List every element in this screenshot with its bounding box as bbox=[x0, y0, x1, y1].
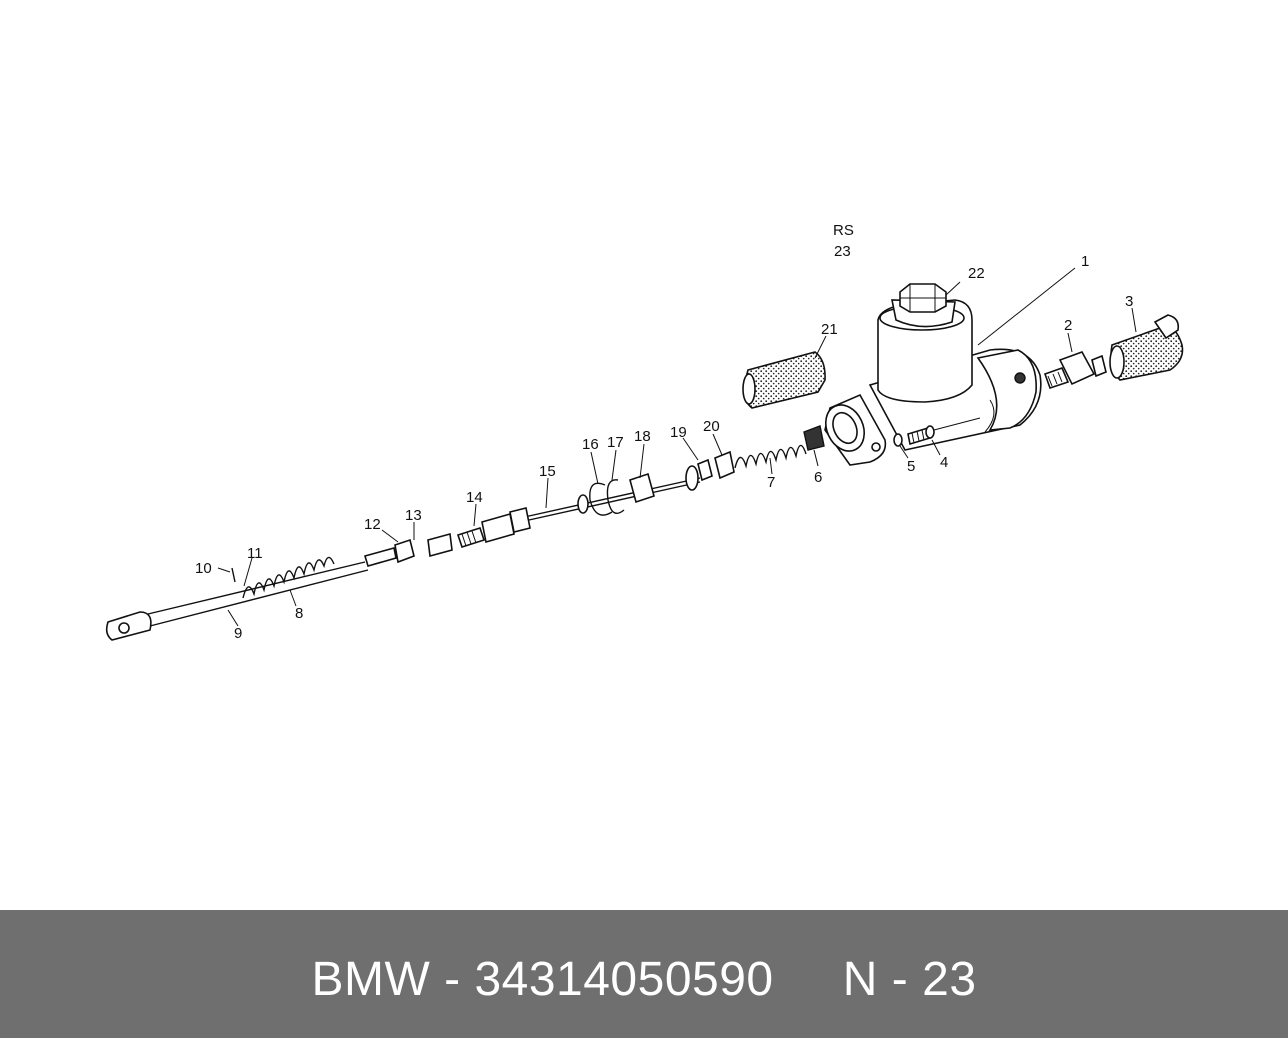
push-rod-assembly bbox=[519, 465, 701, 523]
callout-14: 14 bbox=[466, 489, 483, 506]
caption-separator: - bbox=[444, 953, 461, 1006]
exploded-parts-diagram: RS 23 bbox=[105, 222, 1184, 642]
pressure-switch bbox=[1043, 351, 1107, 390]
callout-7: 7 bbox=[767, 474, 775, 491]
hose-connector bbox=[1109, 314, 1184, 381]
footer-caption: BMW - 34314050590 N - 23 bbox=[0, 910, 1288, 1038]
diagram-canvas: RS 23 bbox=[105, 222, 1184, 642]
callout-16: 16 bbox=[582, 436, 599, 453]
dust-boot bbox=[742, 351, 826, 409]
callout-21: 21 bbox=[821, 321, 838, 338]
callout-17: 17 bbox=[607, 434, 624, 451]
part-number: 34314050590 bbox=[474, 953, 774, 1006]
callout-19: 19 bbox=[670, 424, 687, 441]
callout-22: 22 bbox=[968, 265, 985, 282]
callout-13: 13 bbox=[405, 507, 422, 524]
adjuster-threads bbox=[363, 507, 531, 567]
callout-3: 3 bbox=[1125, 293, 1133, 310]
clevis-rod bbox=[105, 556, 369, 641]
bolt-and-washer bbox=[893, 417, 981, 447]
callout-15: 15 bbox=[539, 463, 556, 480]
callout-2: 2 bbox=[1064, 317, 1072, 334]
callout-9: 9 bbox=[234, 625, 242, 642]
master-cylinder-body bbox=[868, 283, 1042, 451]
leader-lines bbox=[217, 267, 1137, 627]
callout-6: 6 bbox=[814, 469, 822, 486]
piston-spring-assembly bbox=[697, 425, 825, 482]
callout-12: 12 bbox=[364, 516, 381, 533]
page-reference: N - 23 bbox=[842, 953, 977, 1006]
callout-4: 4 bbox=[940, 454, 948, 471]
callout-18: 18 bbox=[634, 428, 651, 445]
callout-10: 10 bbox=[195, 560, 212, 577]
reference-label-line2: 23 bbox=[834, 243, 851, 260]
callout-1: 1 bbox=[1081, 253, 1089, 270]
callout-5: 5 bbox=[907, 458, 915, 475]
reference-label-line1: RS bbox=[833, 222, 854, 239]
cylinder-flange bbox=[824, 393, 887, 466]
callout-8: 8 bbox=[295, 605, 303, 622]
callout-11: 11 bbox=[247, 545, 263, 562]
callout-20: 20 bbox=[703, 418, 720, 435]
footer-bar: BMW - 34314050590 N - 23 bbox=[0, 910, 1288, 1038]
brand-name: BMW bbox=[311, 953, 431, 1006]
